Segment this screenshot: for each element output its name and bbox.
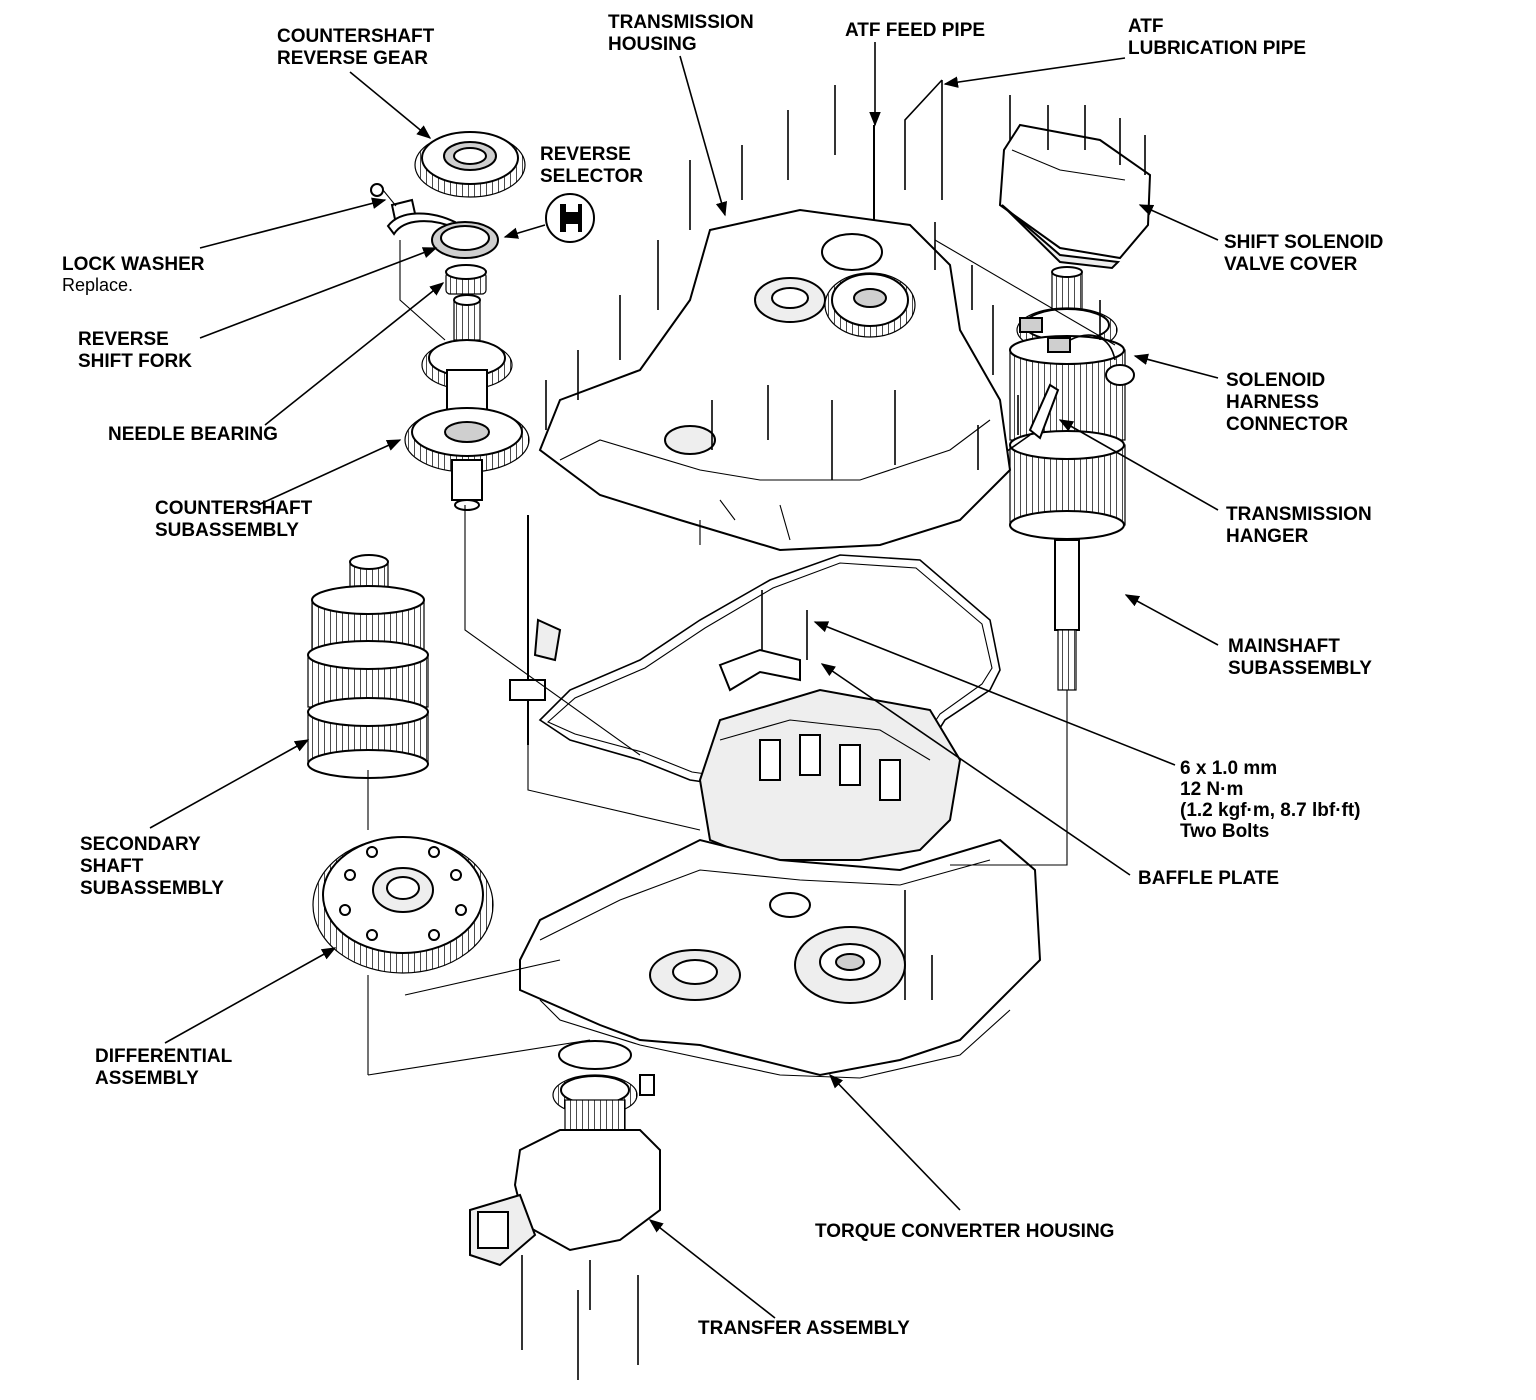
label-line: COUNTERSHAFT (155, 498, 313, 519)
label-lock-washer: LOCK WASHER Replace. (62, 254, 205, 295)
label-line: REVERSE (78, 329, 169, 350)
label-line: Two Bolts (1180, 821, 1269, 842)
label-line: 6 x 1.0 mm (1180, 758, 1277, 779)
label-line: HOUSING (608, 34, 697, 55)
label-countershaft-reverse-gear: COUNTERSHAFT REVERSE GEAR (277, 26, 435, 69)
shift-solenoid-valve-cover-part (998, 95, 1152, 270)
label-line: DIFFERENTIAL (95, 1046, 233, 1067)
label-transmission-hanger: TRANSMISSION HANGER (1226, 504, 1372, 547)
shift-shaft-part (509, 515, 562, 745)
leader-lines (149, 42, 1219, 1319)
gasket-part (538, 554, 1001, 801)
label-line: COUNTERSHAFT (277, 26, 435, 47)
label-line: SUBASSEMBLY (80, 878, 224, 899)
label-line: REVERSE (540, 144, 631, 165)
label-transmission-housing: TRANSMISSION HOUSING (608, 12, 754, 55)
label-countershaft-subassembly: COUNTERSHAFT SUBASSEMBLY (155, 498, 313, 541)
label-line: BAFFLE PLATE (1138, 868, 1279, 889)
label-line: CONNECTOR (1226, 414, 1348, 435)
label-shift-solenoid-valve-cover: SHIFT SOLENOID VALVE COVER (1224, 232, 1383, 275)
label-line: HANGER (1226, 526, 1309, 547)
label-line: NEEDLE BEARING (108, 424, 278, 445)
label-note: Replace. (62, 275, 133, 295)
secondary-shaft-subassembly-part (307, 554, 429, 779)
label-line: ATF FEED PIPE (845, 20, 985, 41)
label-line: SUBASSEMBLY (1228, 658, 1372, 679)
label-line: (1.2 kgf·m, 8.7 lbf·ft) (1180, 800, 1361, 821)
label-mainshaft-subassembly: MAINSHAFT SUBASSEMBLY (1228, 636, 1372, 679)
countershaft-reverse-gear-part (414, 131, 526, 198)
label-atf-lubrication-pipe: ATF LUBRICATION PIPE (1128, 16, 1306, 59)
label-line: SHIFT SOLENOID (1224, 232, 1383, 253)
alignment-lines (367, 240, 1068, 1076)
label-secondary-shaft-subassembly: SECONDARY SHAFT SUBASSEMBLY (80, 834, 224, 899)
label-line: ASSEMBLY (95, 1068, 199, 1089)
label-line: SHAFT (80, 856, 144, 877)
label-line: SHIFT FORK (78, 351, 192, 372)
torque-converter-housing-part (519, 688, 1042, 1079)
label-line: LOCK WASHER (62, 254, 205, 275)
solenoid-harness-connector-part (1019, 300, 1135, 386)
differential-assembly-part (312, 836, 494, 974)
reverse-selector-part (431, 221, 499, 259)
reverse-selector-icon (545, 193, 595, 243)
label-line: VALVE COVER (1224, 254, 1358, 275)
label-atf-feed-pipe: ATF FEED PIPE (845, 20, 985, 41)
label-baffle-plate: BAFFLE PLATE (1138, 868, 1279, 889)
label-differential-assembly: DIFFERENTIAL ASSEMBLY (95, 1046, 233, 1089)
label-reverse-shift-fork: REVERSE SHIFT FORK (78, 329, 192, 372)
label-line: SUBASSEMBLY (155, 520, 299, 541)
label-solenoid-harness-connector: SOLENOID HARNESS CONNECTOR (1226, 370, 1348, 435)
baffle-plate-bolts-part (718, 590, 808, 692)
label-line: TRANSFER ASSEMBLY (698, 1318, 910, 1339)
label-line: MAINSHAFT (1228, 636, 1340, 657)
label-line: REVERSE GEAR (277, 48, 428, 69)
label-torque-converter-housing: TORQUE CONVERTER HOUSING (815, 1221, 1114, 1242)
countershaft-subassembly-part (404, 294, 530, 511)
transmission-housing-part (538, 85, 1019, 552)
transfer-assembly-part (469, 1040, 661, 1380)
label-line: TORQUE CONVERTER HOUSING (815, 1221, 1114, 1242)
label-transfer-assembly: TRANSFER ASSEMBLY (698, 1318, 910, 1339)
label-line: LUBRICATION PIPE (1128, 38, 1306, 59)
label-line: SOLENOID (1226, 370, 1325, 391)
label-line: TRANSMISSION (1226, 504, 1372, 525)
label-line: HARNESS (1226, 392, 1319, 413)
label-line: ATF (1128, 16, 1164, 37)
label-line: SECONDARY (80, 834, 201, 855)
label-line: 12 N·m (1180, 779, 1243, 800)
label-line: SELECTOR (540, 166, 643, 187)
label-reverse-selector: REVERSE SELECTOR (540, 144, 643, 187)
label-line: TRANSMISSION (608, 12, 754, 33)
needle-bearing-part (445, 264, 487, 295)
label-bolt-spec: 6 x 1.0 mm 12 N·m (1.2 kgf·m, 8.7 lbf·ft… (1180, 758, 1361, 842)
label-needle-bearing: NEEDLE BEARING (108, 424, 278, 445)
